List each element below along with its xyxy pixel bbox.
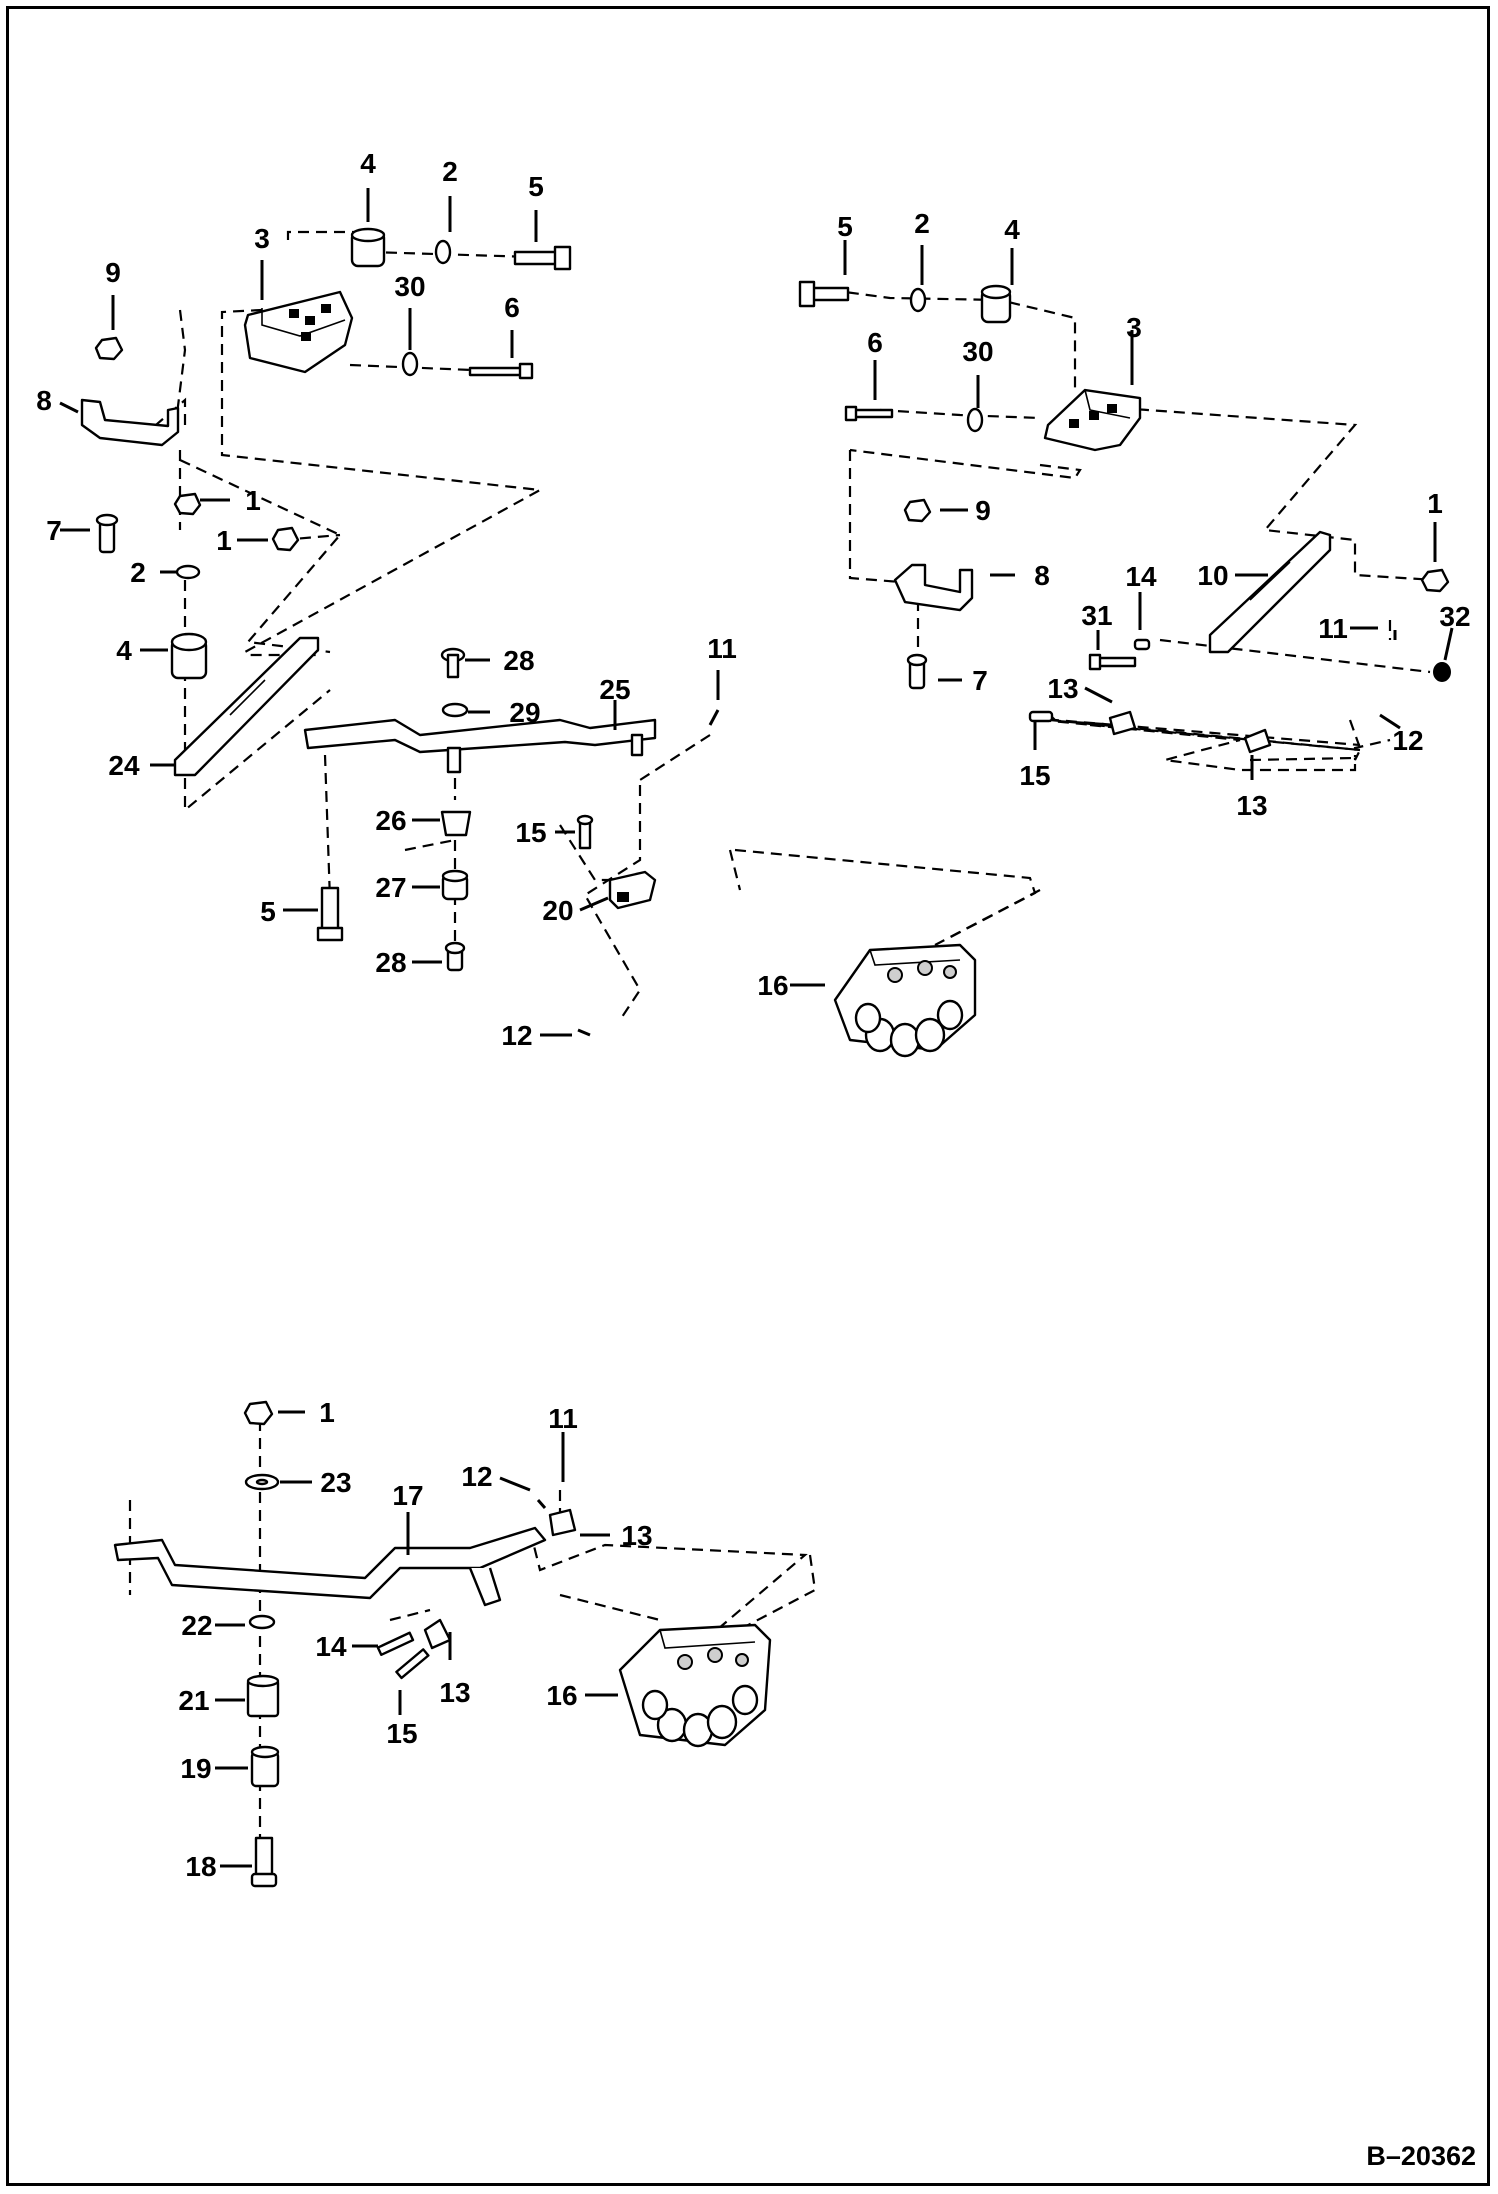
callout-label: 5 xyxy=(260,896,276,927)
callout-label: 13 xyxy=(439,1677,470,1708)
callout-label: 2 xyxy=(914,208,930,239)
callout-label: 2 xyxy=(130,557,146,588)
callout-label: 11 xyxy=(707,633,737,664)
callout-label: 2 xyxy=(442,156,458,187)
callout-label: 7 xyxy=(972,665,988,696)
callout-label: 13 xyxy=(1047,673,1078,704)
callout-label: 21 xyxy=(178,1685,209,1716)
callout-label: 16 xyxy=(546,1680,577,1711)
callout-label: 5 xyxy=(528,171,544,202)
callout-label: 1 xyxy=(216,525,232,556)
callout-label: 27 xyxy=(375,872,406,903)
callout-label: 13 xyxy=(621,1520,652,1551)
leader-lines xyxy=(59,188,1454,1868)
callout-label: 24 xyxy=(108,750,140,781)
control-valve-bottom xyxy=(618,1623,772,1748)
callout-label: 12 xyxy=(1392,725,1423,756)
callout-label: 1 xyxy=(319,1397,335,1428)
callout-label: 1 xyxy=(245,485,261,516)
callout-label: 12 xyxy=(461,1461,492,1492)
bottom-assembly xyxy=(113,1400,817,1888)
callout-label: 8 xyxy=(1034,560,1050,591)
callout-label: 4 xyxy=(116,635,132,666)
callout-label: 3 xyxy=(254,223,270,254)
top-right-assembly xyxy=(728,280,1451,1058)
callout-label: 9 xyxy=(105,257,121,288)
callout-label: 29 xyxy=(509,697,540,728)
callout-label: 20 xyxy=(542,895,573,926)
callout-label: 15 xyxy=(515,817,546,848)
callout-label: 10 xyxy=(1197,560,1228,591)
callout-label: 5 xyxy=(837,211,853,242)
callout-label: 15 xyxy=(386,1718,417,1749)
callout-label: 4 xyxy=(360,148,376,179)
callout-label: 4 xyxy=(1004,214,1020,245)
callout-label: 18 xyxy=(185,1851,216,1882)
callout-label: 22 xyxy=(181,1610,212,1641)
page-border xyxy=(6,6,1490,2186)
top-left-assembly xyxy=(80,227,720,1037)
callout-label: 17 xyxy=(392,1480,423,1511)
callout-label: 23 xyxy=(320,1467,351,1498)
callout-label: 13 xyxy=(1236,790,1267,821)
callout-label: 14 xyxy=(1125,561,1157,592)
callout-labels: 4 2 5 3 9 30 6 8 1 1 7 2 4 24 28 29 25 1… xyxy=(36,148,1470,1882)
callout-label: 19 xyxy=(180,1753,211,1784)
callout-label: 31 xyxy=(1081,600,1112,631)
callout-label: 11 xyxy=(1318,613,1348,644)
callout-label: 3 xyxy=(1126,312,1142,343)
callout-label: 30 xyxy=(394,271,425,302)
callout-label: 16 xyxy=(757,970,788,1001)
callout-label: 25 xyxy=(599,674,630,705)
control-valve-top xyxy=(833,943,977,1058)
callout-label: 6 xyxy=(504,292,520,323)
callout-label: 7 xyxy=(46,515,62,546)
callout-label: 8 xyxy=(36,385,52,416)
callout-label: 26 xyxy=(375,805,406,836)
callout-label: 6 xyxy=(867,327,883,358)
callout-label: 11 xyxy=(548,1403,578,1434)
callout-label: 14 xyxy=(315,1631,347,1662)
callout-label: 15 xyxy=(1019,760,1050,791)
callout-label: 32 xyxy=(1439,601,1470,632)
callout-label: 1 xyxy=(1427,488,1443,519)
callout-label: 9 xyxy=(975,495,991,526)
callout-label: 28 xyxy=(503,645,534,676)
callout-label: 28 xyxy=(375,947,406,978)
callout-label: 30 xyxy=(962,336,993,367)
document-number: B–20362 xyxy=(1366,2141,1476,2171)
callout-label: 12 xyxy=(501,1020,532,1051)
